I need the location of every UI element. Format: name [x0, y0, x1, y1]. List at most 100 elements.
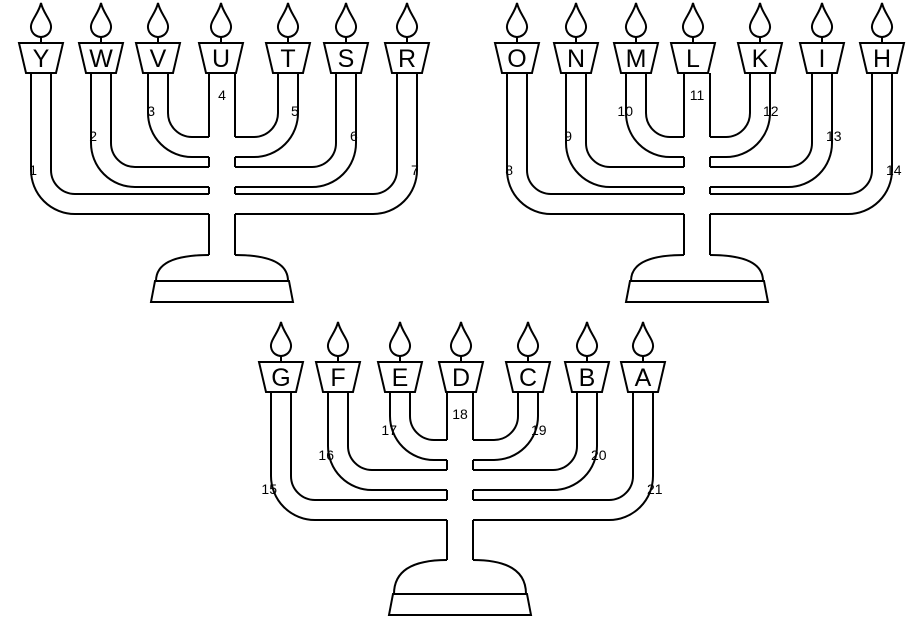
flame-icon — [211, 3, 231, 37]
menorah-arm — [473, 392, 653, 520]
flame-icon — [566, 3, 586, 37]
arm-number: 9 — [564, 128, 572, 144]
flame-icon — [148, 3, 168, 37]
candle-letter: K — [752, 45, 769, 73]
candle-letter: S — [338, 45, 355, 73]
menorah-arm — [328, 392, 447, 490]
flame-icon — [633, 322, 653, 356]
flame-icon — [451, 322, 471, 356]
candle-letter: U — [212, 45, 230, 73]
menorah-arm — [31, 73, 209, 214]
flame-icon — [750, 3, 770, 37]
candle: H — [860, 3, 904, 73]
menorah-arm — [271, 392, 447, 520]
candle-letter: N — [567, 45, 585, 73]
candle-letter: O — [507, 45, 526, 73]
menorah-arm — [91, 73, 209, 187]
arm-number: 17 — [381, 422, 397, 438]
candle: K — [738, 3, 782, 73]
flame-icon — [507, 3, 527, 37]
menorah-base — [389, 594, 531, 615]
candle-letter: D — [452, 364, 470, 392]
candle: U — [199, 3, 243, 73]
arm-number: 3 — [147, 103, 155, 119]
candle-letter: M — [626, 45, 647, 73]
flame-icon — [91, 3, 111, 37]
arm-number: 15 — [261, 481, 277, 497]
arm-number: 18 — [452, 406, 468, 422]
menorah-arm — [235, 73, 298, 157]
arm-number: 6 — [350, 128, 358, 144]
candle-letter: T — [280, 45, 295, 73]
flame-icon — [577, 322, 597, 356]
candle: L — [671, 3, 715, 73]
menorah-arm — [710, 73, 892, 214]
arm-number: 7 — [411, 162, 419, 178]
menorah-2: O N M L K I H 8 9 10 11 12 13 14 — [495, 3, 904, 302]
arm-number: 19 — [531, 422, 547, 438]
menorah-arm — [148, 73, 209, 157]
menorah-arm — [390, 392, 447, 460]
candle: G — [259, 322, 303, 392]
flame-icon — [626, 3, 646, 37]
arm-number: 4 — [218, 87, 226, 103]
candle-letter: E — [392, 364, 409, 392]
candle: F — [316, 322, 360, 392]
menorah-foot — [156, 255, 288, 281]
menorah-arm — [507, 73, 684, 214]
arm-number: 12 — [763, 103, 779, 119]
arm-number: 10 — [617, 103, 633, 119]
flame-icon — [328, 322, 348, 356]
candle-letter: B — [579, 364, 596, 392]
candle-letter: H — [873, 45, 891, 73]
arm-number: 16 — [318, 447, 334, 463]
arm-number: 1 — [29, 162, 37, 178]
candle: M — [614, 3, 658, 73]
candle: S — [324, 3, 368, 73]
candle: N — [554, 3, 598, 73]
flame-icon — [683, 3, 703, 37]
candle-letter: W — [89, 45, 113, 73]
candle: T — [266, 3, 310, 73]
candle-letter: G — [271, 364, 290, 392]
candle-letter: V — [150, 45, 167, 73]
arm-number: 13 — [826, 128, 842, 144]
flame-icon — [872, 3, 892, 37]
candle: C — [506, 322, 550, 392]
candle: R — [385, 3, 429, 73]
menorah-arm — [473, 392, 538, 460]
candle-letter: Y — [33, 45, 50, 73]
candle: W — [79, 3, 123, 73]
menorah-arm — [710, 73, 770, 157]
candle-letter: R — [398, 45, 416, 73]
menorah-base — [151, 281, 293, 302]
flame-icon — [31, 3, 51, 37]
candle: A — [621, 322, 665, 392]
menorah-foot — [394, 560, 526, 594]
arm-number: 14 — [886, 162, 902, 178]
arm-number: 20 — [591, 447, 607, 463]
flame-icon — [397, 3, 417, 37]
candle: D — [439, 322, 483, 392]
arm-number: 11 — [690, 87, 705, 103]
menorah-foot — [631, 255, 763, 281]
candle: O — [495, 3, 539, 73]
flame-icon — [336, 3, 356, 37]
menorah-arm — [626, 73, 684, 157]
candle: I — [800, 3, 844, 73]
candle-letter: L — [686, 45, 700, 73]
candle: E — [378, 322, 422, 392]
candle: B — [565, 322, 609, 392]
candle-letter: I — [819, 45, 826, 73]
candle: Y — [19, 3, 63, 73]
flame-icon — [271, 322, 291, 356]
arm-number: 2 — [89, 128, 97, 144]
arm-number: 21 — [647, 481, 663, 497]
arm-number: 8 — [505, 162, 513, 178]
candle: V — [136, 3, 180, 73]
flame-icon — [518, 322, 538, 356]
flame-icon — [812, 3, 832, 37]
